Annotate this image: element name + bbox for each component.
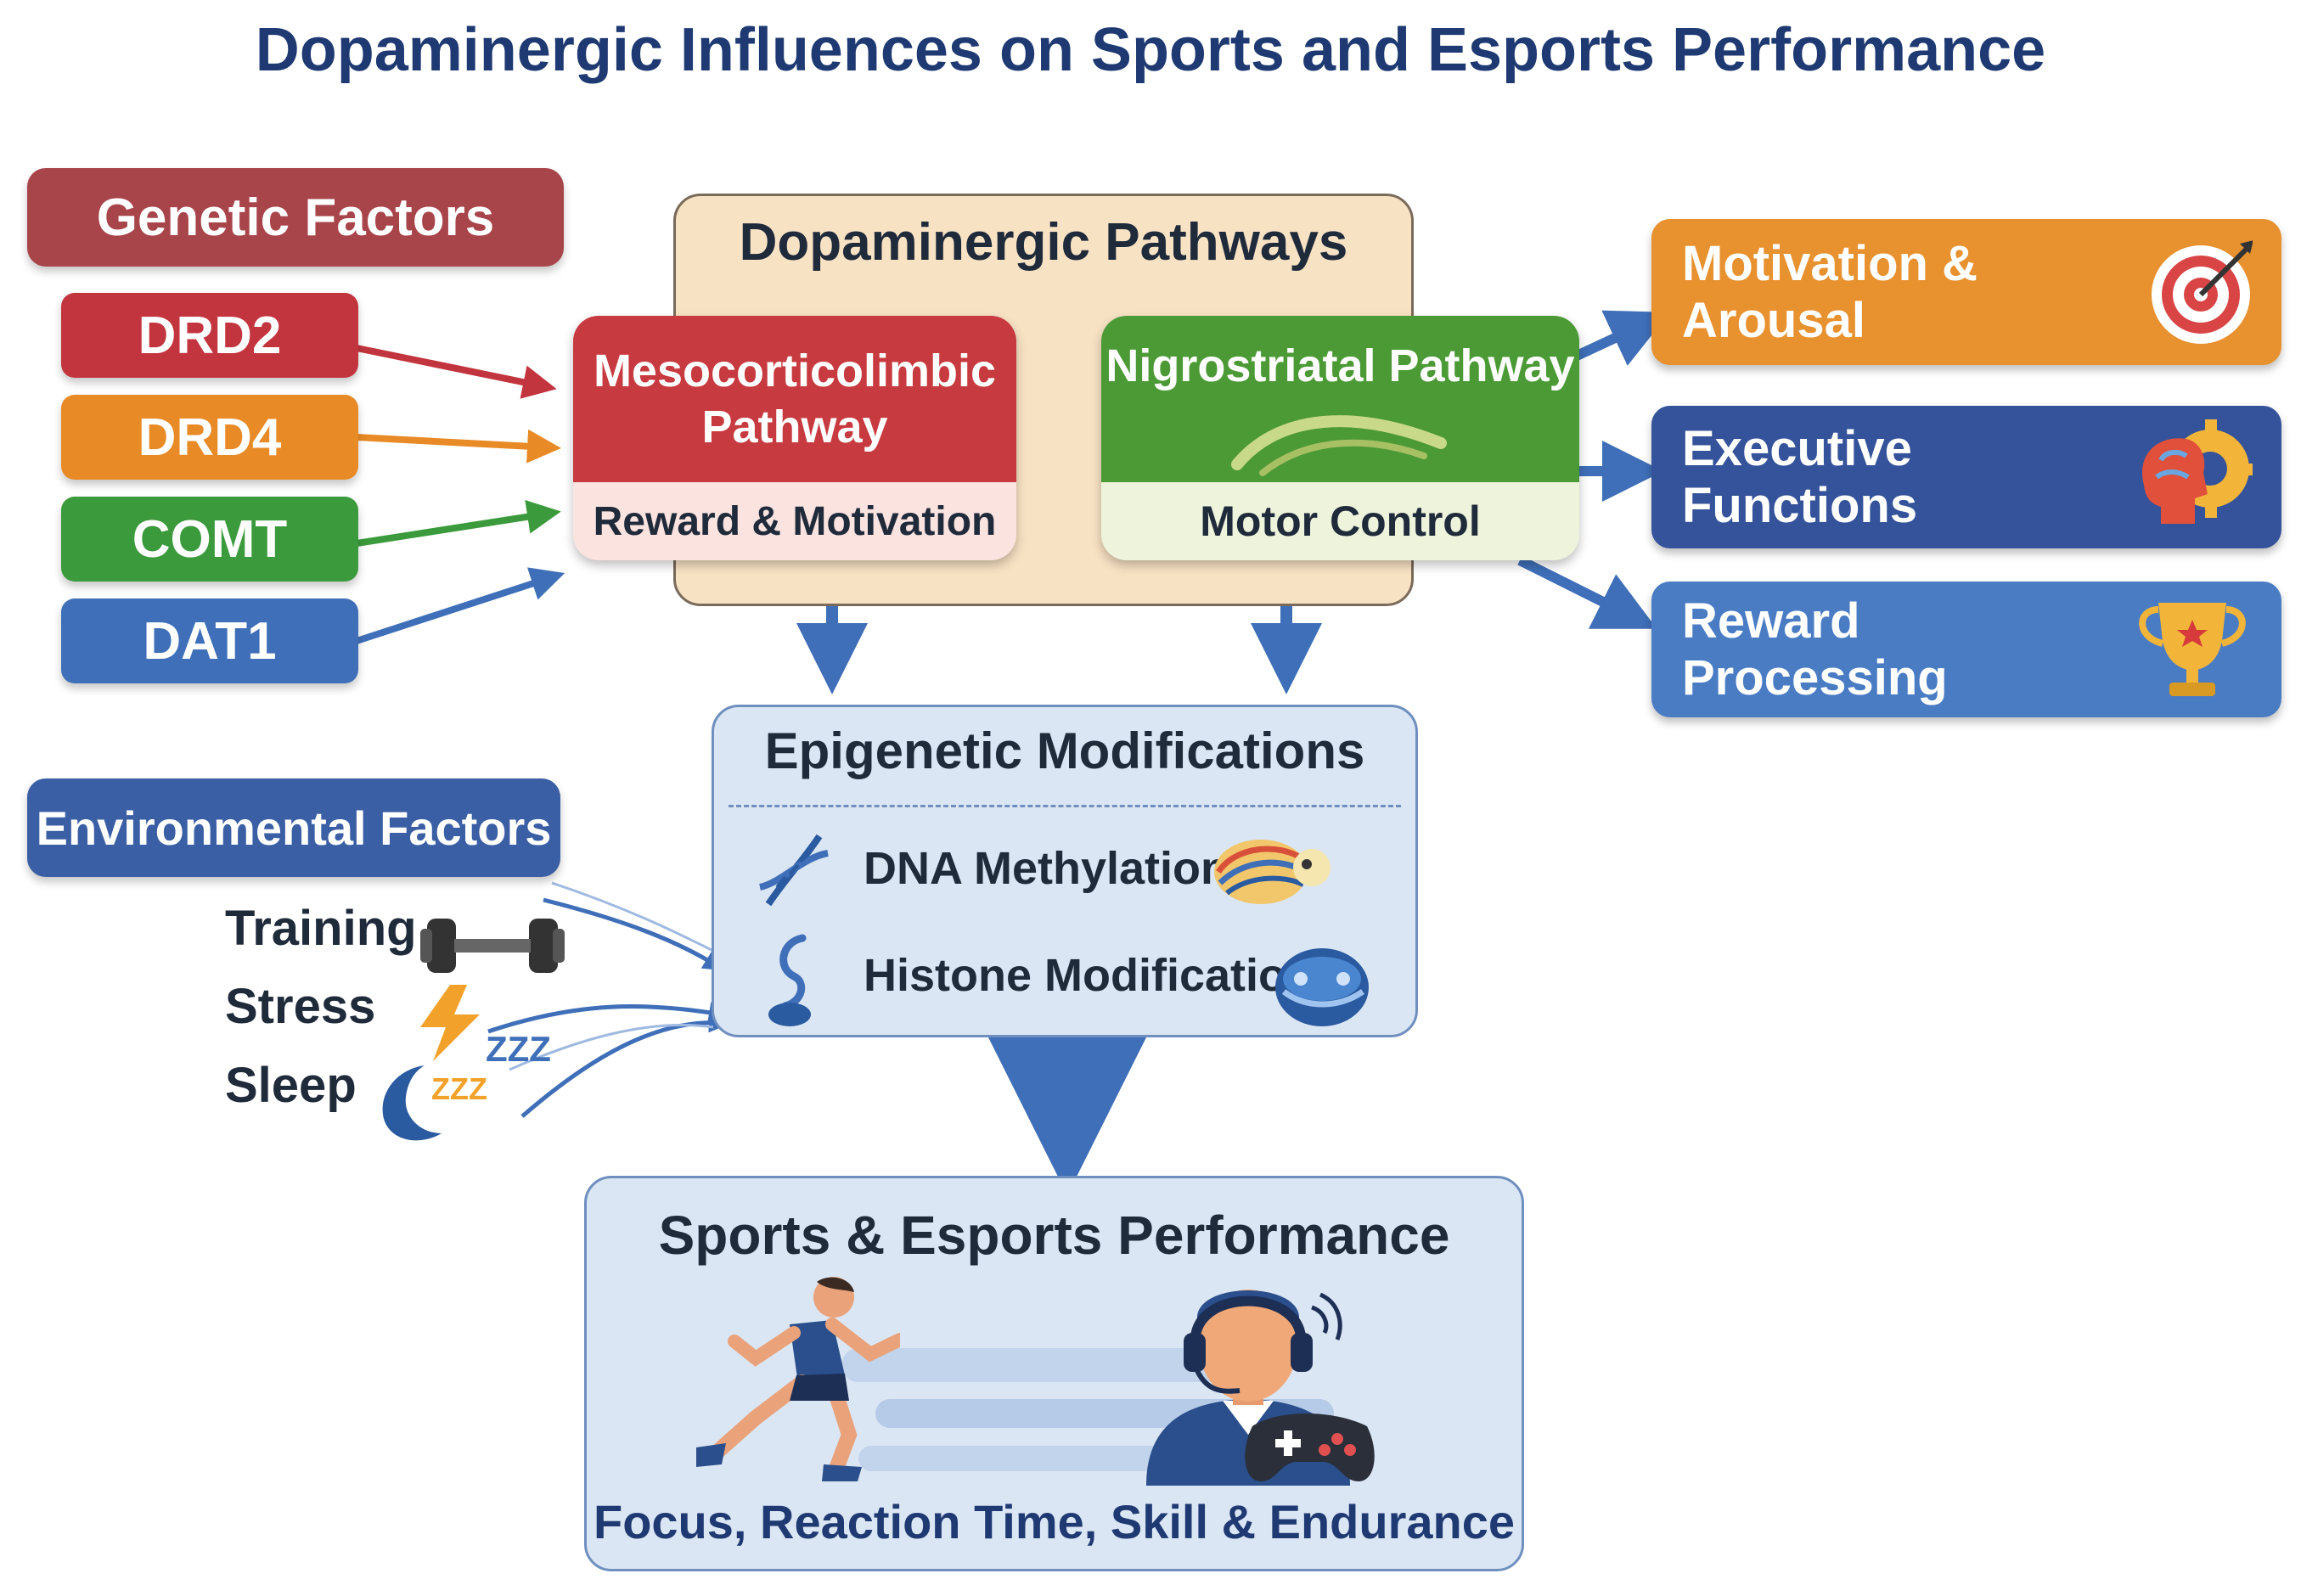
arrow-dat1 xyxy=(355,567,565,644)
dumbbell-icon xyxy=(420,919,565,973)
dna-methylation-label: DNA Methylation xyxy=(864,843,1229,894)
moon-sleep-icon xyxy=(382,1065,442,1141)
nigro-name: Nigrostriatal Pathway xyxy=(1105,340,1575,391)
outcome-executive-label: Executive Functions xyxy=(1682,421,1918,533)
epigenetic-title: Epigenetic Modifications xyxy=(764,722,1365,779)
arrow-drd4 xyxy=(356,429,561,464)
nigro-role: Motor Control xyxy=(1200,497,1481,545)
stress-zzz: ZZZ xyxy=(486,1029,551,1069)
pathway-swoosh-icon xyxy=(1231,415,1447,476)
environmental-factors-header: Environmental Factors xyxy=(27,778,560,877)
dna-icon xyxy=(758,834,829,907)
runner-icon xyxy=(696,1277,900,1481)
nigrostriatal-box: Nigrostriatal Pathway Motor Control xyxy=(1101,316,1579,560)
arrow-stress xyxy=(487,1002,730,1034)
gene-drd4: DRD4 xyxy=(61,395,358,480)
gene-comt: COMT xyxy=(61,497,358,582)
histone-modification-label: Histone Modification xyxy=(864,950,1314,1001)
outcome-reward-label: Reward Processing xyxy=(1682,593,1948,705)
arrow-to-motivation xyxy=(1572,310,1670,366)
gene-drd2: DRD2 xyxy=(61,293,358,378)
pathways-title: Dopaminergic Pathways xyxy=(739,213,1348,272)
outcome-reward: Reward Processing xyxy=(1651,582,2281,717)
histone-tail-icon xyxy=(768,934,811,1026)
arrow-to-reward xyxy=(1517,555,1657,629)
genetic-factors-header: Genetic Factors xyxy=(27,168,564,267)
page-title: Dopaminergic Influences on Sports and Es… xyxy=(255,16,2046,84)
arrow-comt xyxy=(356,499,561,547)
chromatin-icon xyxy=(1214,840,1331,904)
arrow-sleep xyxy=(520,1011,730,1118)
env-sleep-label: Sleep xyxy=(225,1058,357,1113)
performance-caption: Focus, Reaction Time, Skill & Endurance xyxy=(593,1495,1516,1548)
performance-panel xyxy=(584,1176,1524,1571)
meso-name: Mesocorticolimbic Pathway xyxy=(573,316,1016,482)
gene-dat1: DAT1 xyxy=(61,598,358,683)
arrow-training xyxy=(543,897,725,971)
arrow-drd2 xyxy=(356,345,557,399)
trophy-icon xyxy=(2138,603,2246,696)
outcome-motivation: Motivation & Arousal xyxy=(1651,219,2281,365)
meso-role: Reward & Motivation xyxy=(593,498,997,544)
gamer-icon xyxy=(1146,1290,1375,1486)
sleep-zzz: ZZZ xyxy=(431,1071,487,1106)
target-icon xyxy=(2151,240,2253,344)
nucleosome-icon xyxy=(1275,948,1369,1026)
brain-gear-icon xyxy=(2141,419,2253,524)
outcome-executive: Executive Functions xyxy=(1651,406,2281,548)
epigenetic-divider xyxy=(729,805,1401,807)
lightning-icon xyxy=(420,985,480,1061)
mesocorticolimbic-box: Mesocorticolimbic Pathway Reward & Motiv… xyxy=(573,316,1016,560)
outcome-motivation-label: Motivation & Arousal xyxy=(1682,236,1978,348)
performance-title: Sports & Esports Performance xyxy=(658,1205,1450,1266)
env-training-label: Training xyxy=(225,901,417,956)
env-stress-label: Stress xyxy=(225,979,376,1034)
